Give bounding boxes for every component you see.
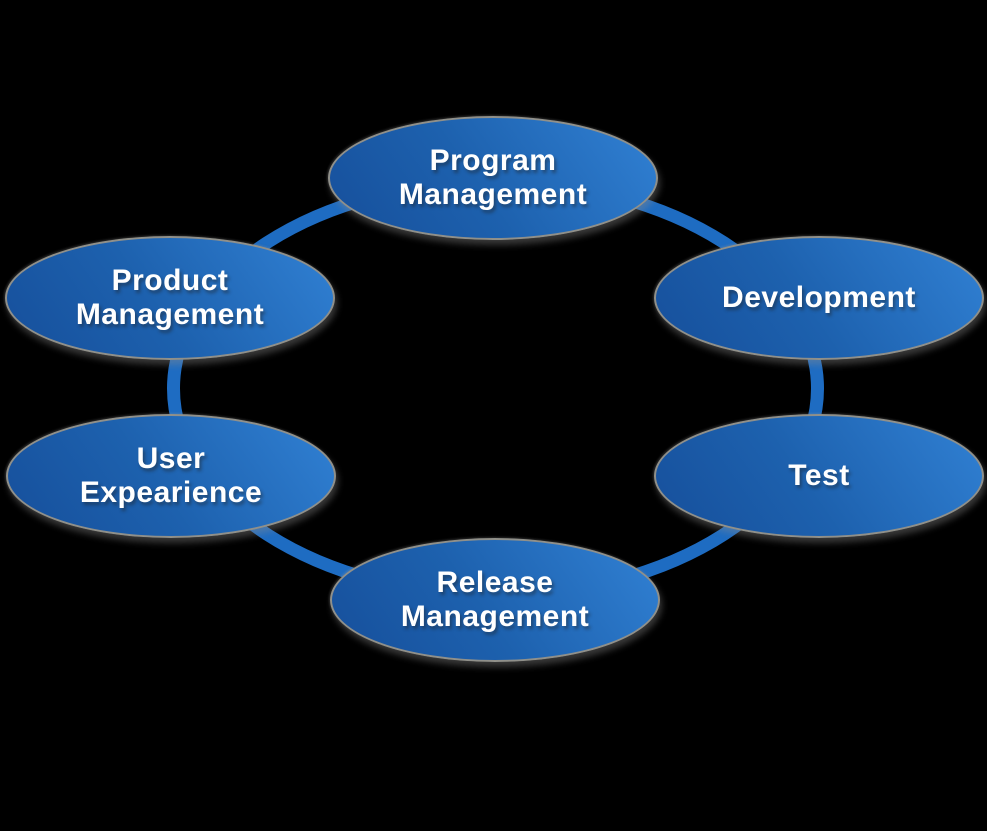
node-program-management: Program Management [328,116,658,240]
node-label: Development [722,281,916,314]
node-label: Test [788,459,850,492]
node-label: Program Management [398,144,588,211]
node-label: Release Management [400,566,590,633]
node-user-expearience: User Expearience [6,414,336,538]
node-development: Development [654,236,984,360]
node-test: Test [654,414,984,538]
node-label: Product Management [75,264,265,331]
node-product-management: Product Management [5,236,335,360]
node-release-management: Release Management [330,538,660,662]
node-label: User Expearience [79,442,263,509]
